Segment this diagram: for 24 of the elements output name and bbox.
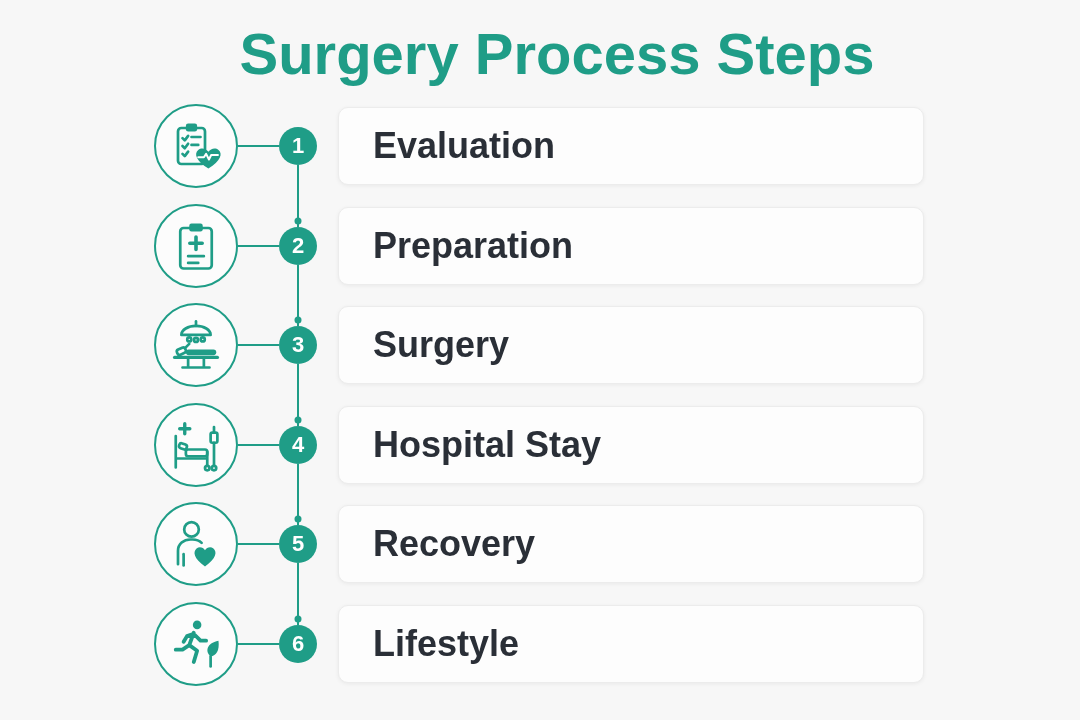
- step-number: 2: [279, 227, 317, 265]
- connector-line: [237, 245, 280, 247]
- connector-line: [237, 444, 280, 446]
- step-number: 6: [279, 625, 317, 663]
- step-label: Surgery: [373, 324, 510, 366]
- step-label: Preparation: [373, 225, 574, 267]
- connector-line: [237, 643, 280, 645]
- title: Surgery Process Steps: [239, 22, 875, 86]
- connector-line: [294, 264, 302, 327]
- connector-line: [237, 145, 280, 147]
- connector-line: [294, 363, 302, 427]
- step-label: Recovery: [373, 523, 536, 565]
- step-number: 1: [279, 127, 317, 165]
- step-label: Lifestyle: [373, 623, 520, 665]
- step-label: Evaluation: [373, 125, 556, 167]
- connector-line: [237, 543, 280, 545]
- connector-line: [294, 164, 302, 228]
- connector-line: [237, 344, 280, 346]
- step-number: 5: [279, 525, 317, 563]
- step-number: 3: [279, 326, 317, 364]
- connector-line: [294, 562, 302, 626]
- connector-line: [294, 463, 302, 526]
- step-label: Hospital Stay: [373, 424, 602, 466]
- step-number: 4: [279, 426, 317, 464]
